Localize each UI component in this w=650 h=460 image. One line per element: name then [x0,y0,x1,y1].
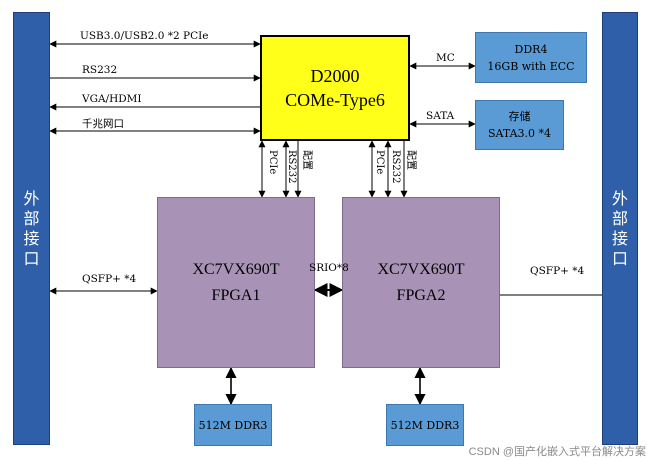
left-panel-label: 外部接口 [23,188,40,268]
storage-title: 存储 [508,110,531,123]
storage-spec: SATA3.0 *4 [487,127,552,140]
fpga1-config-label: 配置 [301,150,312,170]
vga-hdmi-label: VGA/HDMI [82,93,142,105]
fpga1-pcie-label: PCIe [267,150,278,175]
cpu-module-box: D2000 COMe-Type6 [260,35,410,141]
fpga1-box: XC7VX690T FPGA1 [157,197,315,368]
fpga2-ddr3-label: 512M DDR3 [390,418,460,432]
srio-label: SRIO*8 [309,262,349,274]
ddr4-spec: 16GB with ECC [487,59,575,73]
left-external-interface-panel: 外部接口 [13,12,50,445]
ethernet-label: 千兆网口 [82,118,124,130]
fpga2-name: FPGA2 [396,286,446,304]
sata-label: SATA [426,110,455,122]
right-external-interface-panel: 外部接口 [602,12,638,445]
rs232-label: RS232 [82,64,118,76]
fpga2-config-label: 配置 [405,150,416,170]
fpga2-pcie-label: PCIe [374,150,385,175]
watermark: CSDN @国产化嵌入式平台解决方案 [468,446,646,458]
fpga2-part: XC7VX690T [377,260,465,278]
cpu-form-factor: COMe-Type6 [285,90,385,110]
usb-pcie-label: USB3.0/USB2.0 *2 PCIe [80,30,209,42]
mc-label: MC [436,52,455,64]
right-panel-label: 外部接口 [611,188,628,268]
fpga1-part: XC7VX690T [192,260,280,278]
ddr4-title: DDR4 [514,42,548,56]
fpga2-ddr3-box: 512M DDR3 [386,404,464,446]
fpga1-ddr3-box: 512M DDR3 [194,404,272,446]
fpga2-box: XC7VX690T FPGA2 [342,197,500,368]
fpga2-rs232-label: RS232 [390,150,401,184]
storage-box: 存储 SATA3.0 *4 [475,100,564,150]
fpga1-rs232-label: RS232 [286,150,297,184]
qsfp-left-label: QSFP+ *4 [82,273,137,285]
fpga1-ddr3-label: 512M DDR3 [198,418,268,432]
qsfp-right-label: QSFP+ *4 [530,265,585,277]
fpga1-name: FPGA1 [211,286,261,304]
ddr4-box: DDR4 16GB with ECC [475,32,587,83]
cpu-model: D2000 [310,66,360,86]
